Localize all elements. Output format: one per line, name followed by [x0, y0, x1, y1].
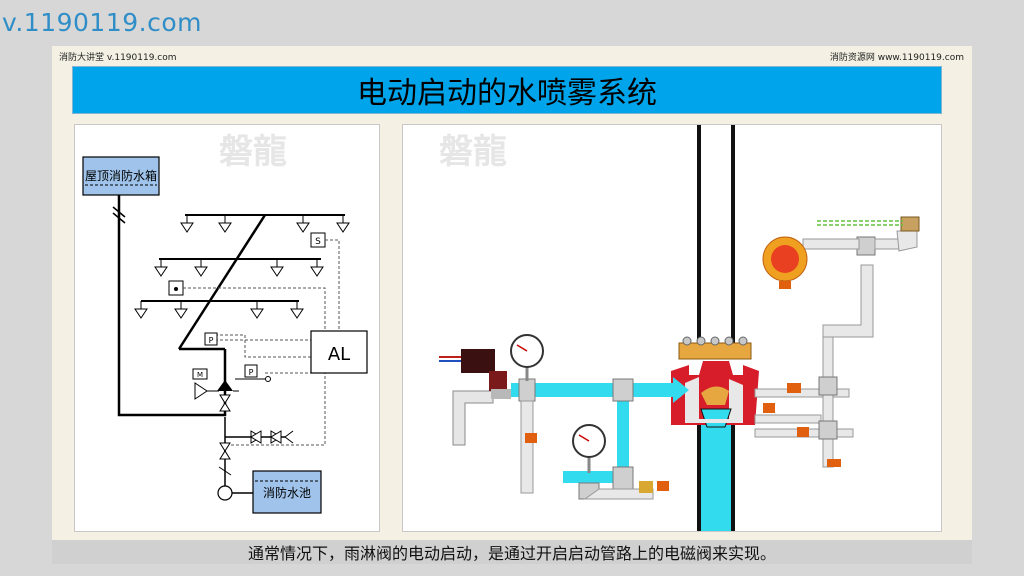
roof-tank-label: 屋顶消防水箱	[84, 169, 157, 183]
alarm-box	[310, 330, 368, 374]
pool-label: 消防水池	[262, 486, 311, 500]
main-riser	[177, 214, 267, 350]
pump	[217, 485, 233, 501]
signal-lines	[183, 239, 340, 446]
logo-watermark-right: 磐龍	[439, 132, 507, 172]
caption-bar: 通常情况下，雨淋阀的电动启动，是通过开启启动管路上的电磁阀来实现。	[52, 540, 972, 564]
spray-nozzles	[134, 215, 350, 319]
logo-watermark: 磐龍	[219, 132, 287, 172]
valve-animation-panel: 磐龍	[402, 124, 942, 532]
pressure-gauge-1	[510, 334, 544, 381]
svg-text:P: P	[209, 336, 214, 345]
svg-text:AL: AL	[328, 344, 350, 365]
riser-water	[697, 425, 735, 531]
branch-pipes	[141, 214, 345, 302]
svg-text:P: P	[249, 368, 254, 377]
deluge-valve-animation: 磐龍	[439, 125, 920, 531]
supply-pipe	[117, 195, 227, 417]
solenoid-valve	[439, 349, 511, 399]
deluge-valve	[217, 380, 233, 391]
system-schematic: 磐龍	[82, 132, 368, 514]
svg-text:M: M	[197, 371, 203, 379]
roof-tank	[82, 156, 160, 196]
schematic-panel: 磐龍	[74, 124, 380, 532]
motor-box	[192, 368, 208, 380]
slide: 消防大讲堂 v.1190119.com 消防资源网 www.1190119.co…	[52, 46, 972, 564]
header-left-text: 消防大讲堂 v.1190119.com	[59, 53, 177, 63]
water-pool	[252, 470, 322, 514]
right-trim-piping	[754, 216, 920, 468]
svg-text:S: S	[315, 237, 321, 247]
deluge-valve-body	[671, 336, 759, 428]
supply-water-pipe	[511, 383, 681, 397]
header-right-text: 消防资源网 www.1190119.com	[829, 53, 964, 63]
site-watermark: v.1190119.com	[2, 8, 202, 37]
page-title: 电动启动的水喷雾系统	[72, 66, 942, 114]
pressure-gauge-2	[572, 424, 606, 473]
water-motor-gong	[762, 236, 808, 289]
